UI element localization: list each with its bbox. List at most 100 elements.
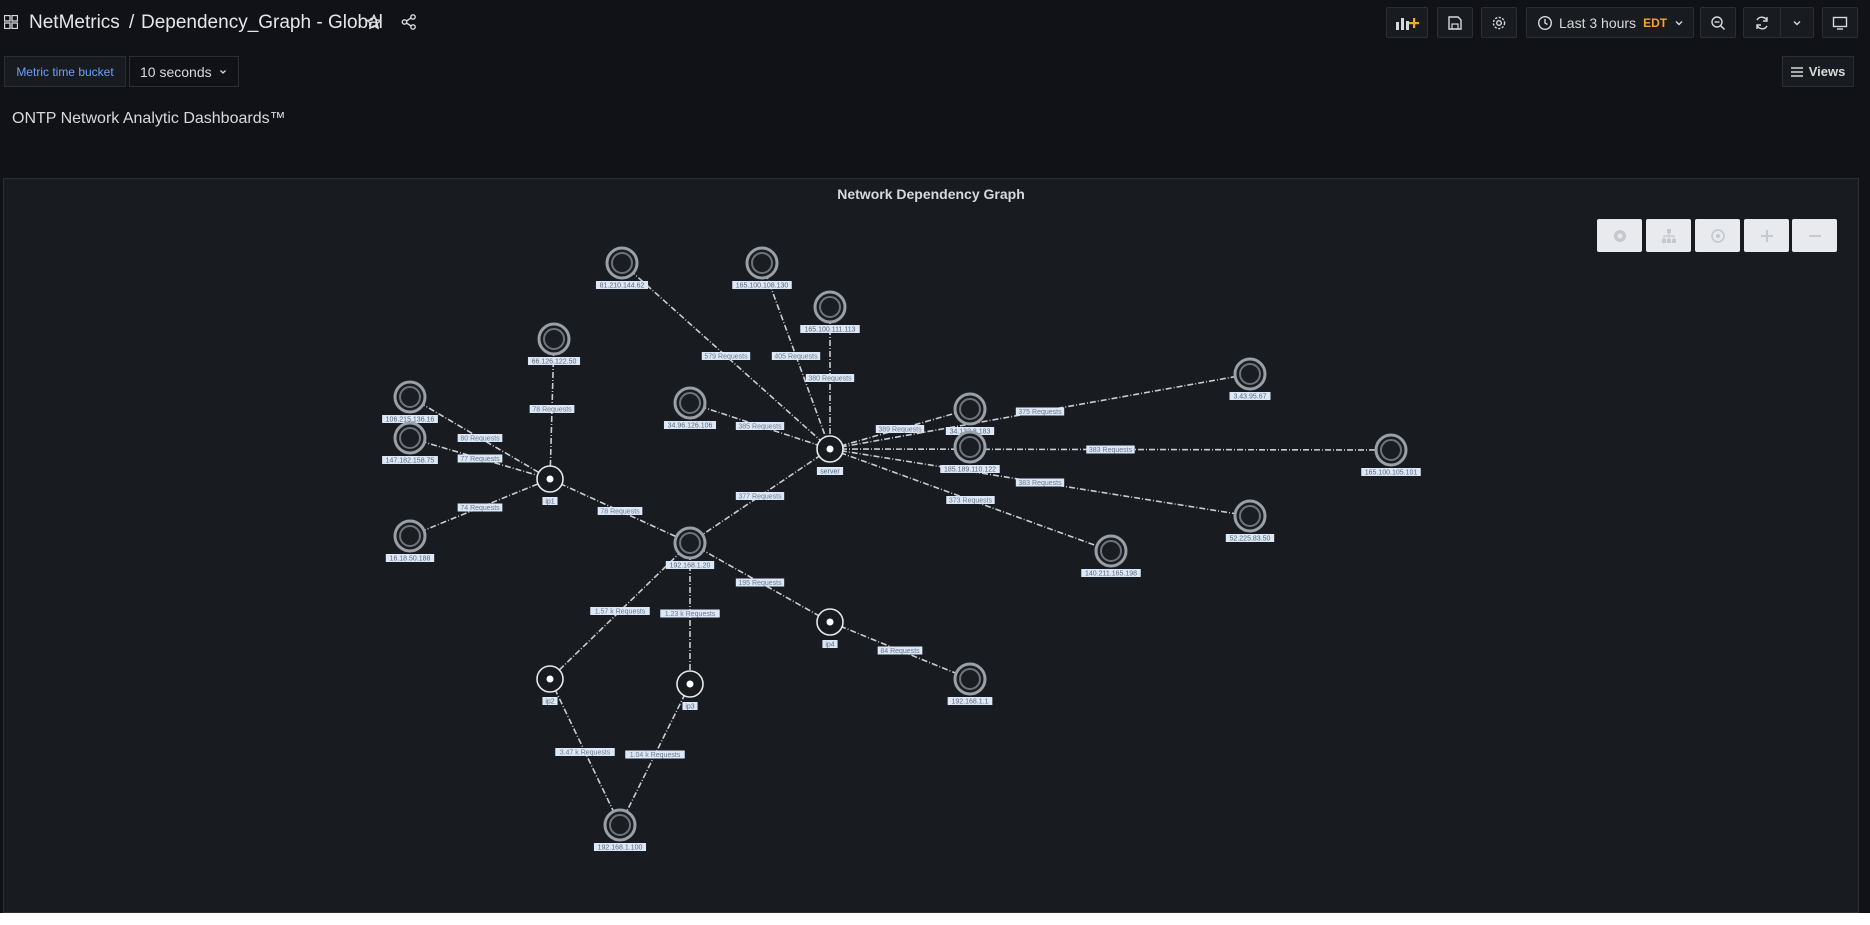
graph-zoom-in-button[interactable] — [1744, 219, 1789, 252]
graph-node[interactable]: 16.18.50.188 — [385, 519, 435, 563]
chevron-down-icon — [219, 69, 226, 74]
graph-node[interactable]: 192.168.1.1 — [947, 662, 993, 706]
node-label: ip4 — [822, 640, 838, 649]
grid-icon[interactable] — [4, 15, 18, 29]
graph-node[interactable]: ip4 — [816, 608, 844, 649]
add-panel-icon — [1396, 17, 1419, 30]
refresh-button[interactable] — [1743, 7, 1781, 38]
edge-label: 377 Requests — [735, 492, 785, 501]
graph-node[interactable]: 3.43.95.67 — [1229, 357, 1271, 401]
zoom-out-button[interactable] — [1700, 7, 1736, 38]
graph-edge[interactable] — [689, 402, 831, 450]
node-label: 140.211.165.198 — [1081, 569, 1141, 578]
dashboard-settings-button[interactable] — [1481, 7, 1517, 38]
graph-zoom-out-button[interactable] — [1792, 219, 1837, 252]
graph-node[interactable]: ip3 — [676, 670, 704, 711]
graph-edge[interactable] — [829, 408, 971, 450]
svg-text:579 Requests: 579 Requests — [704, 354, 748, 361]
edge-label: 3.47 k Requests — [555, 748, 615, 757]
graph-node[interactable]: 165.100.108.130 — [732, 246, 792, 290]
node-label: server — [816, 467, 844, 476]
breadcrumb-app-link[interactable]: NetMetrics — [29, 12, 120, 33]
graph-edge[interactable] — [549, 542, 691, 680]
save-dashboard-button[interactable] — [1437, 7, 1473, 38]
svg-text:165.100.105.101: 165.100.105.101 — [1365, 470, 1418, 477]
svg-text:3.47 k Requests: 3.47 k Requests — [560, 750, 611, 757]
graph-center-button[interactable] — [1695, 219, 1740, 252]
hierarchy-icon — [1661, 228, 1676, 243]
graph-node[interactable]: 140.211.165.198 — [1081, 534, 1141, 578]
node-label: 34.96.126.106 — [663, 421, 717, 430]
graph-node[interactable]: 52.225.83.50 — [1225, 499, 1275, 543]
svg-text:server: server — [820, 469, 840, 476]
edge-label: 405 Requests — [771, 352, 821, 361]
graph-node[interactable]: 165.100.111.113 — [800, 290, 860, 334]
svg-text:ip4: ip4 — [825, 642, 834, 649]
svg-text:383 Requests: 383 Requests — [1089, 447, 1133, 454]
graph-node[interactable]: 34.133.8.183 — [945, 392, 995, 436]
svg-text:192.168.1.20: 192.168.1.20 — [670, 563, 711, 570]
graph-node[interactable]: ip2 — [536, 665, 564, 706]
graph-node[interactable]: server — [816, 435, 844, 476]
graph-edge[interactable] — [829, 448, 1112, 552]
views-button[interactable]: Views — [1782, 56, 1854, 87]
metric-time-bucket-select[interactable]: 10 seconds — [129, 56, 239, 87]
edge-label: 373 Requests — [946, 496, 995, 505]
tv-mode-button[interactable] — [1822, 7, 1858, 38]
svg-text:385 Requests: 385 Requests — [738, 424, 782, 431]
zoom-out-icon — [1711, 15, 1726, 30]
graph-edge[interactable] — [409, 437, 551, 480]
graph-node[interactable]: 106.215.136.16 — [382, 380, 438, 424]
refresh-interval-dropdown[interactable] — [1780, 7, 1814, 38]
edge-label: 84 Requests — [877, 646, 923, 655]
graph-node[interactable]: 147.182.158.75 — [382, 421, 438, 465]
graph-node[interactable]: 165.100.105.101 — [1361, 433, 1421, 477]
eye-icon — [1613, 229, 1626, 242]
graph-edge[interactable] — [689, 448, 831, 544]
add-panel-button[interactable] — [1386, 7, 1428, 38]
node-label: 192.168.1.20 — [665, 561, 715, 570]
graph-edge[interactable] — [549, 478, 691, 544]
svg-text:16.18.50.188: 16.18.50.188 — [390, 556, 431, 563]
node-label: 106.215.136.16 — [382, 415, 438, 424]
edge-label: 385 Requests — [735, 422, 785, 431]
variable-label: Metric time bucket — [4, 56, 126, 87]
node-label: 192.168.1.100 — [593, 843, 647, 852]
star-icon[interactable] — [365, 13, 383, 31]
node-label: ip1 — [542, 497, 558, 506]
svg-text:81.210.144.62: 81.210.144.62 — [600, 283, 645, 290]
edge-label: 1.23 k Requests — [660, 609, 720, 618]
variable-value: 10 seconds — [140, 63, 212, 80]
edge-label: 375 Requests — [1015, 407, 1065, 416]
dashboard-title[interactable]: Dependency_Graph - Global — [141, 12, 383, 33]
chevron-down-icon — [1793, 20, 1801, 25]
graph-view-button[interactable] — [1597, 219, 1642, 252]
time-picker-button[interactable]: Last 3 hours EDT — [1526, 7, 1694, 38]
graph-node[interactable]: 81.210.144.62 — [595, 246, 649, 290]
share-icon[interactable] — [400, 13, 418, 31]
clock-icon — [1537, 15, 1553, 30]
graph-edge[interactable] — [409, 478, 551, 537]
node-label: 165.100.108.130 — [732, 281, 792, 290]
graph-layout-button[interactable] — [1646, 219, 1691, 252]
svg-text:195 Requests: 195 Requests — [738, 580, 782, 587]
node-label: 16.18.50.188 — [385, 554, 435, 563]
graph-node[interactable]: 192.168.1.20 — [665, 526, 715, 570]
panel-title[interactable]: Network Dependency Graph — [837, 186, 1025, 202]
graph-edge[interactable] — [829, 621, 971, 680]
svg-text:84 Requests: 84 Requests — [880, 648, 920, 655]
network-graph[interactable]: 579 Requests 405 Requests 380 Requests 385 … — [4, 179, 1858, 912]
svg-text:405 Requests: 405 Requests — [774, 354, 818, 361]
svg-text:74 Requests: 74 Requests — [460, 505, 500, 512]
monitor-icon — [1832, 16, 1848, 30]
graph-node[interactable]: 34.96.126.106 — [663, 386, 717, 430]
edge-label: 80 Requests — [457, 434, 503, 443]
svg-text:373 Requests: 373 Requests — [949, 498, 993, 505]
svg-text:380 Requests: 380 Requests — [808, 376, 852, 383]
graph-edge[interactable] — [621, 262, 831, 450]
graph-node[interactable]: ip1 — [536, 465, 564, 506]
graph-node[interactable]: 66.126.122.50 — [527, 322, 581, 366]
menu-icon — [1790, 66, 1803, 77]
graph-node[interactable]: 192.168.1.100 — [593, 808, 647, 852]
graph-node[interactable]: 185.189.110.122 — [940, 430, 1000, 474]
